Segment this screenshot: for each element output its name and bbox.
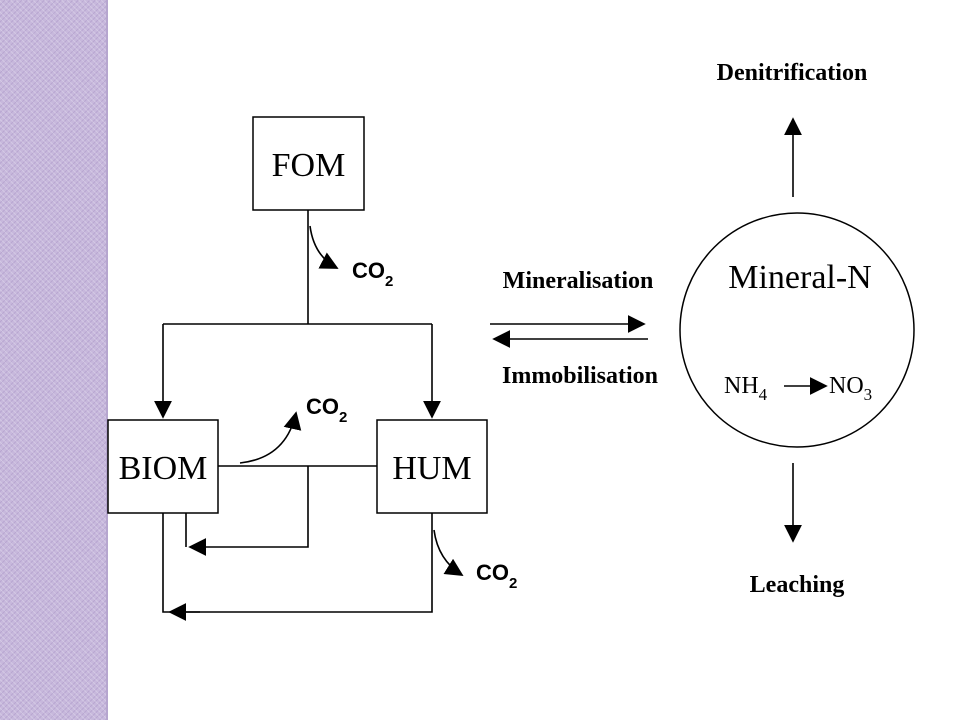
biom-co2-arrow xyxy=(239,411,302,464)
denitrification-label: Denitrification xyxy=(717,60,868,86)
fom-co2-arrow xyxy=(309,225,339,269)
no3-label: NO3 xyxy=(829,373,872,404)
hum-co2-label: CO2 xyxy=(476,560,517,592)
mineral-n-title: Mineral-N xyxy=(728,259,872,296)
mineralisation-label: Mineralisation xyxy=(503,268,654,294)
fom-co2-label: CO2 xyxy=(352,258,393,290)
fom-label: FOM xyxy=(272,147,346,184)
hum-co2-arrow xyxy=(433,529,464,576)
hum-label: HUM xyxy=(392,450,471,487)
biom-label: BIOM xyxy=(119,450,208,487)
hum-box: HUM xyxy=(376,419,488,514)
biom-recycle-arrow xyxy=(188,466,309,556)
biom-co2-label: CO2 xyxy=(306,394,347,426)
leaching-label: Leaching xyxy=(750,572,845,598)
hum-biom-loop-line xyxy=(162,513,433,613)
decorative-side-band xyxy=(0,0,108,720)
immobilisation-label: Immobilisation xyxy=(502,363,658,389)
mineral-n-pool: Mineral-N NH4 NO3 xyxy=(679,212,915,448)
nh4-label: NH4 xyxy=(724,373,768,404)
biom-box: BIOM xyxy=(107,419,219,514)
fom-box: FOM xyxy=(252,116,365,211)
